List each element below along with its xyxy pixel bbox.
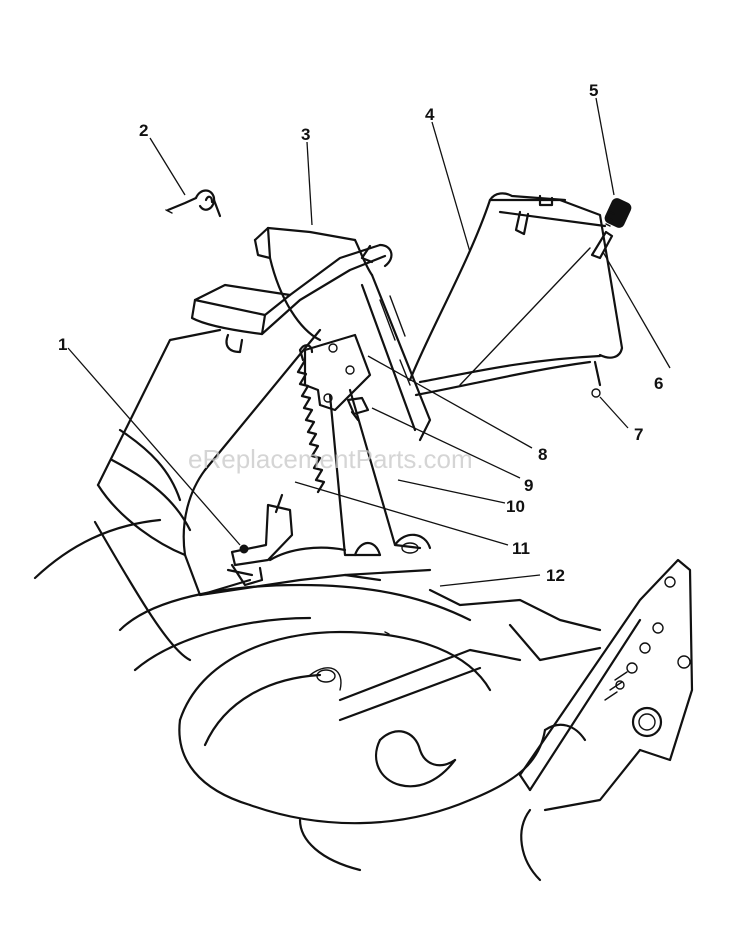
leader-lines — [67, 97, 671, 587]
spring-clip — [165, 189, 222, 218]
mounting-plate — [303, 333, 372, 422]
leader-2 — [149, 137, 186, 196]
callout-9: 9 — [524, 476, 533, 495]
callout-11: 11 — [512, 539, 530, 558]
leader-5 — [595, 97, 615, 196]
lower-bracket — [226, 503, 294, 587]
control-handle — [190, 226, 432, 442]
leader-1 — [67, 347, 241, 546]
callout-6: 6 — [654, 374, 663, 393]
leader-7 — [599, 396, 629, 429]
leader-9 — [371, 407, 521, 479]
leader-8 — [367, 355, 533, 449]
knob-pin — [590, 198, 632, 260]
leader-12 — [439, 574, 541, 587]
leader-4 — [431, 121, 471, 253]
callout-12: 12 — [546, 566, 565, 585]
callout-8: 8 — [538, 445, 547, 464]
watermark: eReplacementParts.com — [188, 444, 473, 474]
chute-deflector — [408, 192, 624, 398]
callout-1: 1 — [58, 335, 67, 354]
callout-5: 5 — [589, 81, 598, 100]
leader-6 — [602, 251, 671, 369]
callouts: 1 2 3 4 5 6 7 8 9 10 11 12 — [58, 81, 663, 585]
side-frame-plate — [518, 558, 694, 812]
housing — [33, 518, 602, 882]
callout-10: 10 — [506, 497, 525, 516]
leader-10 — [397, 479, 506, 504]
callout-4: 4 — [425, 105, 435, 124]
callout-2: 2 — [139, 121, 148, 140]
callout-7: 7 — [634, 425, 643, 444]
leader-11 — [294, 481, 509, 546]
callout-3: 3 — [301, 125, 310, 144]
spring — [274, 344, 326, 514]
leader-3 — [306, 141, 313, 226]
